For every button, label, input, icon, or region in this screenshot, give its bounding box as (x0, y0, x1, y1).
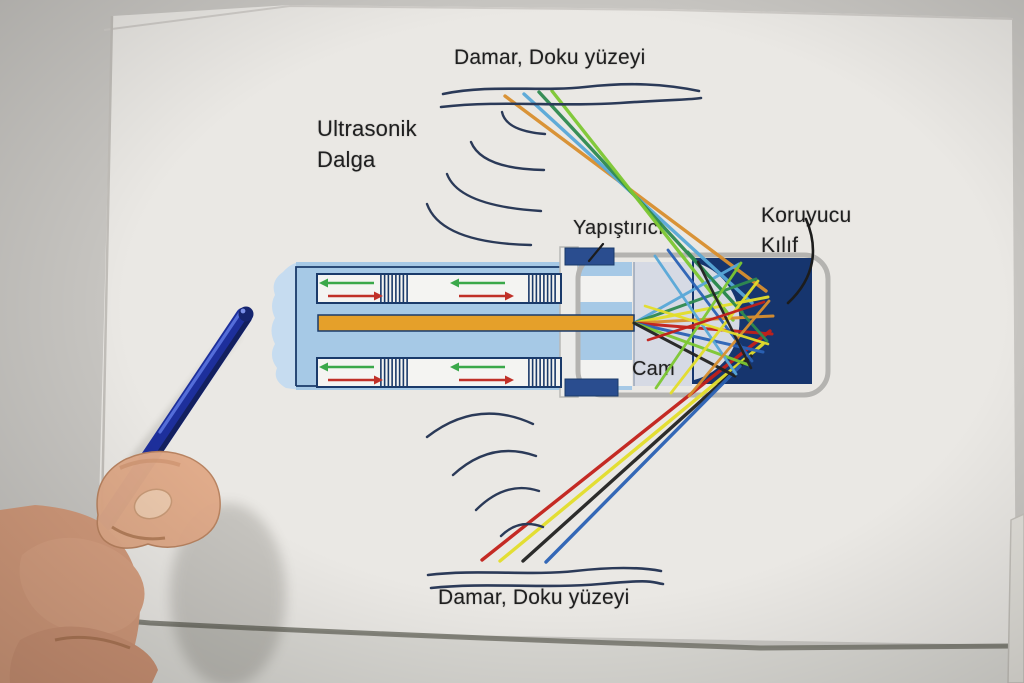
index-fingernail (133, 488, 173, 520)
adhesive-pad-bottom (564, 378, 619, 397)
label-ultrasonic-line1: Ultrasonik (317, 116, 417, 141)
knuckle-highlight (119, 458, 181, 470)
label-adhesive: Yapıştırıcı (573, 217, 664, 239)
paper-top-crease (103, 4, 1014, 31)
probe-schematic (271, 246, 831, 398)
hatch-gratings (380, 275, 556, 386)
label-sheath-line1: Koruyucu (761, 204, 852, 227)
laser-rays (480, 89, 775, 564)
hand-lower-fingers (9, 626, 159, 683)
paper-left-edge (99, 15, 114, 561)
hand-thumb (19, 537, 145, 635)
label-protective-sheath: Koruyucu Kılıf (761, 201, 851, 261)
distal-strip-top (578, 276, 632, 302)
label-tissue-top: Damar, Doku yüzeyi (454, 46, 646, 69)
hand-shadow (170, 503, 286, 683)
lower-finger-crease (54, 635, 131, 650)
piezo-channel-top (316, 273, 562, 304)
extra-sheet-corner (1007, 513, 1024, 683)
label-sheath-line2: Kılıf (761, 234, 799, 257)
adhesive-pad-top (564, 247, 615, 266)
piezo-channel-bottom (316, 357, 562, 388)
label-tissue-bottom: Damar, Doku yüzeyi (438, 586, 630, 609)
hand (0, 450, 221, 683)
index-crease (111, 525, 166, 541)
label-ultrasonic-line2: Dalga (317, 147, 376, 172)
pen-cap-end (238, 306, 254, 322)
wave-arcs-and-lines (425, 82, 815, 590)
pen-cap-glint (240, 308, 246, 314)
pen-highlight (158, 311, 242, 434)
probe-left-torn-edge (271, 262, 300, 390)
label-ultrasonic-wave: Ultrasonik Dalga (317, 113, 417, 175)
